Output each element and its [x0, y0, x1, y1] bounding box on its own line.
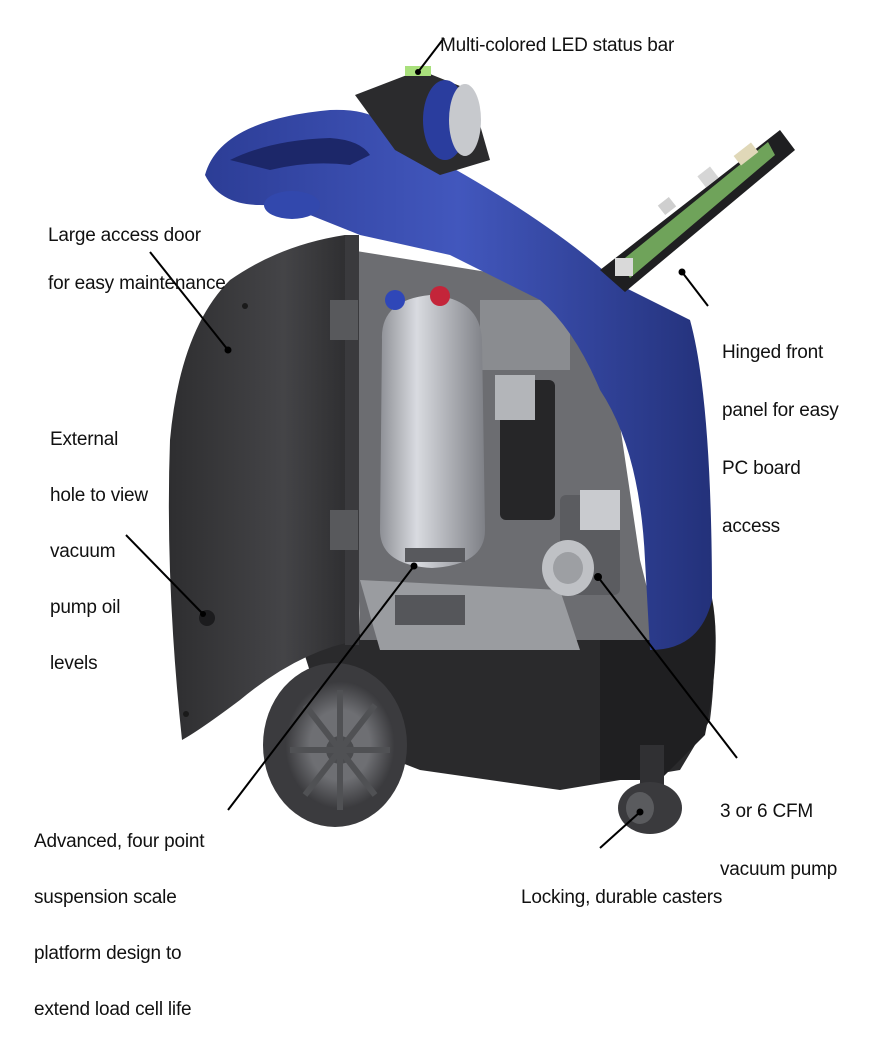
hinge-icon	[330, 300, 358, 340]
callout-led-status-bar: Multi-colored LED status bar	[440, 10, 674, 82]
leader-line-caster	[599, 811, 641, 849]
leader-line-pump	[597, 576, 738, 759]
anchor-dot	[594, 573, 602, 581]
blue-valve-icon	[385, 290, 405, 310]
callout-line: pump oil	[50, 597, 121, 618]
leader-line-led	[417, 37, 445, 73]
diagram-canvas: Multi-colored LED status bar Large acces…	[34, 10, 839, 1020]
anchor-dot	[224, 346, 232, 354]
callout-access-door: Large access door for easy maintenance	[48, 200, 226, 320]
callout-line: Hinged front	[722, 342, 824, 363]
callout-line: for easy maintenance	[48, 273, 226, 294]
anchor-dot	[678, 268, 686, 276]
leader-lines	[125, 37, 738, 849]
callout-line: levels	[50, 653, 98, 674]
callout-oil-hole: External hole to view vacuum pump oil le…	[50, 398, 148, 706]
callout-line: vacuum	[50, 541, 116, 562]
callout-line: panel for easy	[722, 400, 839, 421]
locking-caster	[618, 745, 682, 834]
blue-body-shell	[205, 109, 712, 651]
leader-line-scale	[227, 565, 415, 811]
callout-line: extend load cell life	[34, 999, 192, 1020]
recovery-machine-illustration	[168, 66, 795, 834]
vacuum-pump-unit	[542, 490, 620, 596]
callout-line: vacuum pump	[720, 859, 838, 880]
leader-line-panel	[681, 271, 709, 307]
callout-line: suspension scale	[34, 887, 177, 908]
anchor-dot	[410, 562, 418, 570]
anchor-dot	[636, 808, 644, 816]
hinge-icon	[330, 510, 358, 550]
callout-line: access	[722, 516, 780, 537]
callout-scale-platform: Advanced, four point suspension scale pl…	[34, 800, 204, 1052]
large-wheel	[263, 663, 407, 827]
callout-line: PC board	[722, 458, 801, 479]
anchor-dot	[200, 611, 206, 617]
callout-vacuum-pump: 3 or 6 CFM vacuum pump	[720, 768, 837, 913]
access-door	[168, 235, 360, 740]
refrigerant-tank	[380, 286, 485, 568]
red-valve-icon	[430, 286, 450, 306]
leader-line-door	[149, 251, 229, 351]
callout-casters: Locking, durable casters	[521, 862, 722, 934]
callout-line: External	[50, 429, 119, 450]
hinged-front-panel	[600, 130, 795, 292]
callout-line: 3 or 6 CFM	[720, 801, 814, 822]
callout-hinged-panel: Hinged front panel for easy PC board acc…	[722, 309, 839, 570]
callout-line: Advanced, four point	[34, 831, 205, 852]
gauge-icon	[449, 84, 481, 156]
callout-line: Large access door	[48, 225, 201, 246]
callout-line: Locking, durable casters	[521, 887, 723, 908]
callout-line: hole to view	[50, 485, 148, 506]
callout-line: Multi-colored LED status bar	[440, 35, 675, 56]
anchor-dot	[415, 69, 421, 75]
leader-line-oil	[125, 534, 204, 615]
callout-line: platform design to	[34, 943, 182, 964]
